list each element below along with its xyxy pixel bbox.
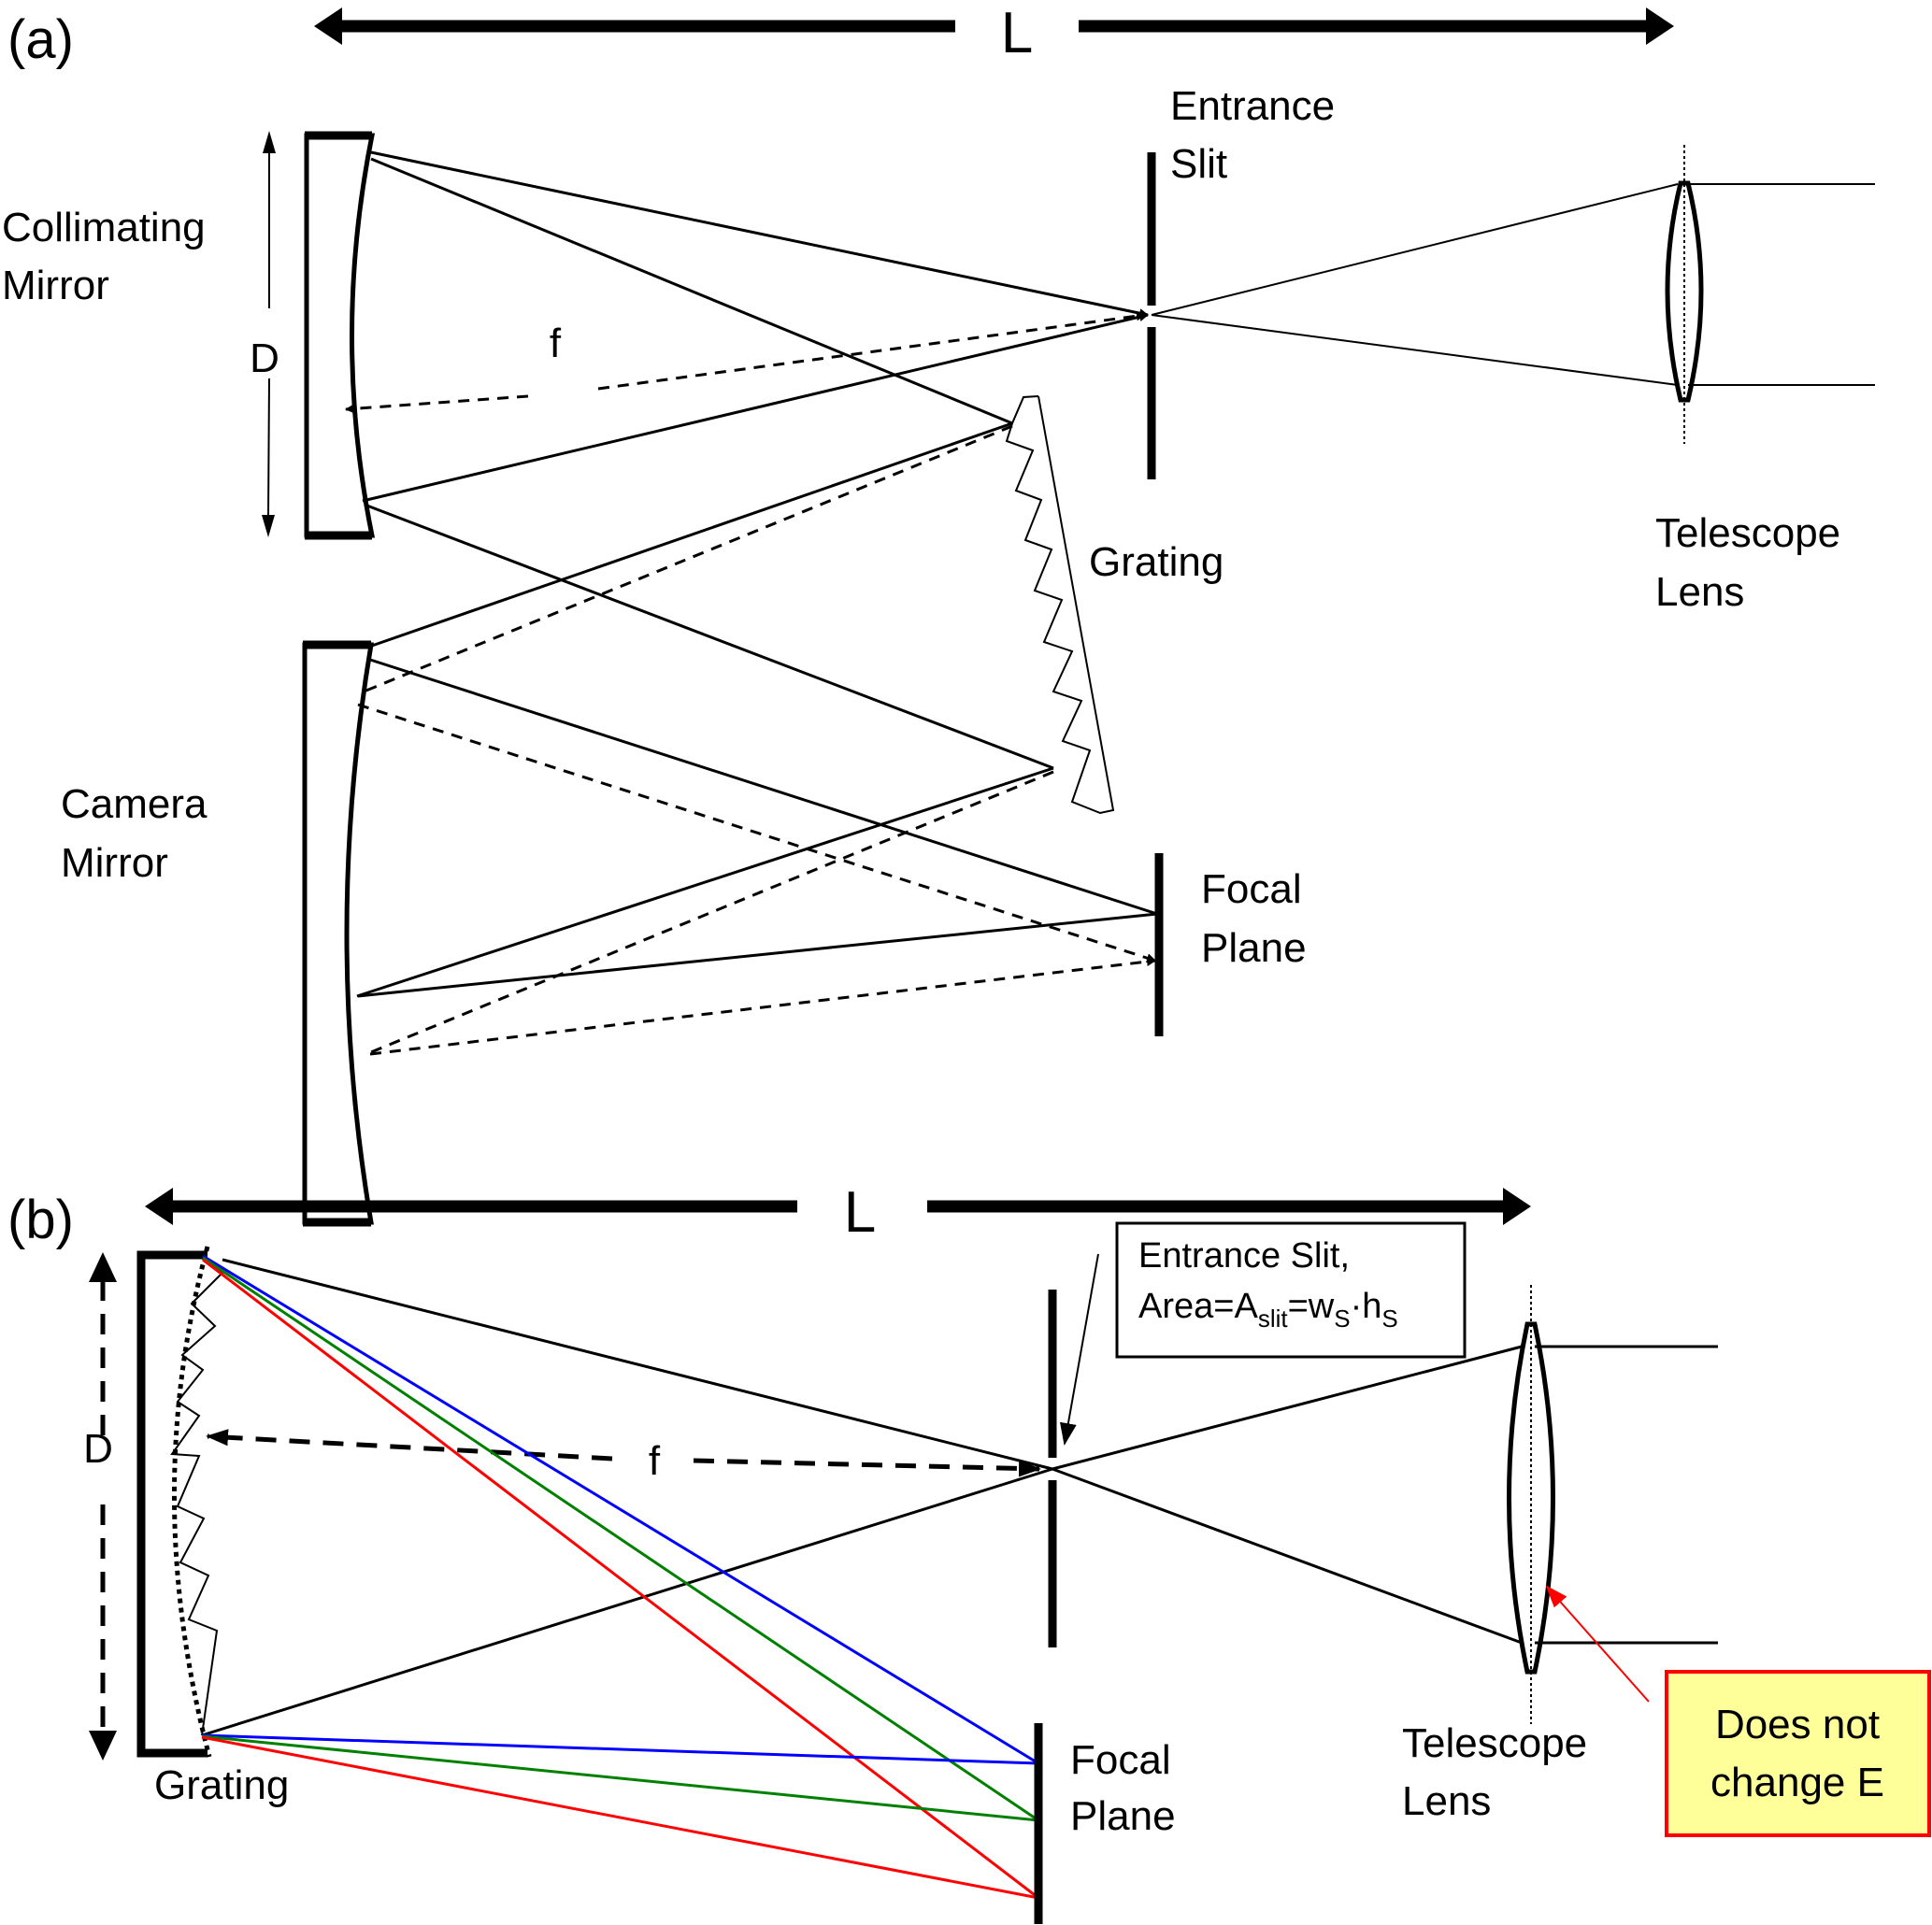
ray-b-grating-top	[222, 1258, 1053, 1471]
diameter-dimension-arrow: D	[250, 131, 279, 537]
panel-b-label: (b)	[7, 1190, 74, 1250]
focal-length-arrow-b-right	[693, 1458, 1041, 1477]
grating-label: Grating	[1089, 539, 1224, 585]
diameter-symbol-b: D	[83, 1426, 113, 1472]
length-dimension-arrow-b: L	[145, 1180, 1531, 1245]
arrow-up-head-icon	[263, 131, 276, 153]
ray-telescope-upper	[1151, 183, 1679, 316]
ray-diffracted-solid-top	[368, 421, 1013, 649]
slit-callout-line2: Area=Aslit=wS·hS	[1138, 1287, 1398, 1333]
panel-a: (a) L D Collimating Mirror	[2, 1, 1875, 1227]
telescope-lens-b	[1507, 1285, 1718, 1724]
concave-grating	[136, 1246, 224, 1758]
grating	[1005, 395, 1115, 815]
ray-red-bottom	[201, 1735, 1039, 1900]
camera-mirror-label-line1: Camera	[61, 781, 208, 827]
focal-length-arrow-right	[597, 311, 1146, 391]
ray-b-telescope-lower	[1052, 1467, 1523, 1645]
focal-plane-label-b-line2: Plane	[1070, 1793, 1176, 1839]
ray-camera-dashed-top	[357, 703, 1156, 963]
ray-telescope-lower	[1151, 314, 1679, 386]
focal-plane-label-line1: Focal	[1201, 866, 1302, 912]
dispersed-rays	[201, 1254, 1039, 1900]
panel-b: (b) L D Grating Entrance Slit,	[7, 1180, 1931, 1924]
focal-length-arrow-b-left	[206, 1429, 613, 1462]
diameter-dimension-arrow-b: D	[83, 1252, 117, 1761]
ray-camera-dashed-bottom	[369, 957, 1156, 1056]
diameter-symbol: D	[250, 335, 279, 381]
ray-diffracted-dashed-bottom	[365, 770, 1054, 1056]
callout-pointer	[1059, 1253, 1099, 1446]
slit-callout-line1: Entrance Slit,	[1138, 1236, 1350, 1276]
note-box: Does not change E	[1545, 1585, 1931, 1837]
ray-diffracted-solid-bottom	[356, 766, 1054, 998]
ray-diffracted-dashed-top	[356, 424, 1013, 696]
note-line1: Does not	[1715, 1702, 1880, 1747]
focal-length-arrow-left	[345, 394, 529, 414]
arrow-up-head-icon	[89, 1252, 117, 1282]
entrance-slit-label-line2: Slit	[1170, 141, 1227, 187]
note-box-frame	[1665, 1670, 1931, 1837]
arrow-right-head-icon	[1646, 7, 1674, 45]
ray-collimated-bottom	[364, 503, 1054, 770]
telescope-lens-label-line1: Telescope	[1655, 510, 1840, 556]
ray-camera-solid-bottom	[357, 912, 1158, 998]
ray-blue-bottom	[201, 1733, 1039, 1765]
arrow-left-head-icon	[314, 7, 342, 45]
length-symbol-b: L	[844, 1180, 876, 1245]
collimating-mirror-label-line2: Mirror	[2, 263, 109, 308]
telescope-lens-label-b-line2: Lens	[1402, 1778, 1491, 1824]
ray-camera-solid-top	[366, 657, 1158, 916]
ray-collimated-top	[370, 157, 1013, 425]
note-line2: change E	[1710, 1760, 1884, 1805]
slit-callout: Entrance Slit, Area=Aslit=wS·hS	[1059, 1221, 1467, 1446]
telescope-lens-label-b-line1: Telescope	[1402, 1720, 1587, 1766]
note-pointer	[1545, 1585, 1650, 1703]
length-dimension-arrow: L	[314, 1, 1674, 65]
focal-length-symbol-b: f	[649, 1438, 661, 1484]
ray-green-bottom	[201, 1734, 1039, 1822]
ray-red-top	[202, 1258, 1039, 1900]
camera-mirror-label-line2: Mirror	[61, 840, 168, 886]
ray-b-telescope-upper	[1052, 1345, 1523, 1471]
focal-plane-label-line2: Plane	[1201, 925, 1307, 971]
panel-a-label: (a)	[7, 9, 74, 70]
ray-blue-top	[202, 1254, 1039, 1765]
length-symbol: L	[1001, 1, 1033, 65]
camera-mirror	[302, 640, 374, 1227]
collimating-mirror-label-line1: Collimating	[2, 205, 206, 250]
arrow-right-head-icon	[1503, 1188, 1531, 1225]
arrow-left-head-icon	[145, 1188, 173, 1225]
ray-slit-to-mirror-top	[370, 150, 1149, 319]
arrow-down-head-icon	[262, 515, 275, 537]
grating-label-b: Grating	[154, 1762, 289, 1808]
entrance-slit-label-line1: Entrance	[1170, 83, 1335, 129]
ray-green-top	[202, 1256, 1039, 1822]
telescope-lens	[1665, 145, 1875, 444]
arrow-down-head-icon	[89, 1731, 117, 1761]
telescope-lens-label-line2: Lens	[1655, 569, 1744, 615]
ray-b-grating-bottom	[201, 1467, 1053, 1737]
ray-slit-to-mirror-bottom	[362, 312, 1149, 503]
focal-length-symbol: f	[550, 321, 562, 366]
focal-plane-label-b-line1: Focal	[1070, 1737, 1171, 1783]
collimating-mirror	[304, 131, 376, 540]
